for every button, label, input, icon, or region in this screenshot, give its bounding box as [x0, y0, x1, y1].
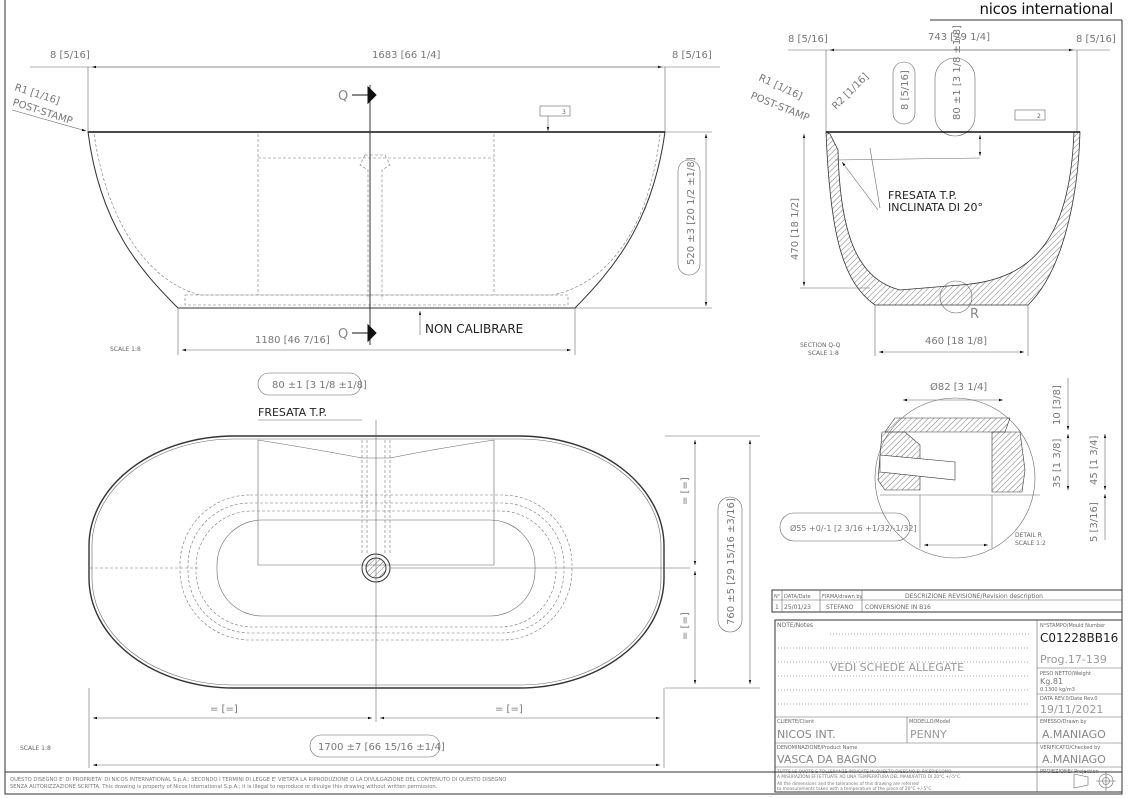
- section-mark-top: Q: [338, 89, 348, 104]
- detail-d45: 45 [1 3/4]: [1089, 436, 1100, 485]
- height-dim: 520 ±3 [20 1/2 ±1/8]: [686, 157, 697, 265]
- detail-d35: 35 [1 3/8]: [1052, 439, 1063, 488]
- revision-table: N° DATA/Date FIRMA/drawn by DESCRIZIONE …: [771, 589, 1123, 613]
- client-value: NICOS INT.: [777, 728, 836, 741]
- top-scale: SCALE 1:8: [20, 745, 51, 752]
- section-d8: 8 [5/16]: [900, 70, 911, 110]
- detail-mark: R: [970, 307, 979, 322]
- section-title: SECTION Q-Q: [800, 342, 841, 349]
- model-label: MODELLO/Model: [909, 719, 950, 725]
- section-d80: 80 ±1 [3 1/8 ±1/8]: [952, 25, 963, 120]
- tolerance-it-2: A MISURAZIONI EFFETTUATE AD UNA TEMPERAT…: [777, 774, 961, 780]
- detail-d5: 5 [3/16]: [1089, 502, 1100, 542]
- mould-value: C01228BB16: [1040, 631, 1118, 645]
- date-label: DATA REV.0/Date Rev.0: [1040, 696, 1098, 702]
- mould-label: N°STAMPO/Mould Number: [1040, 623, 1106, 629]
- drawn-value: A.MANIAGO: [1042, 728, 1106, 741]
- top-eq-upper: = [=]: [680, 477, 691, 505]
- section-dim-left: 8 [5/16]: [788, 34, 828, 45]
- top-width: 1700 ±7 [66 15/16 ±1/4]: [318, 742, 445, 753]
- top-depth: 760 ±5 [29 15/16 ±3/16]: [726, 498, 737, 625]
- model-value: PENNY: [910, 728, 947, 741]
- footer-line-2: SENZA AUTORIZZAZIONE SCRITTA. This drawi…: [10, 784, 438, 790]
- product-label: DENOMINAZIONE/Product Name: [777, 745, 857, 751]
- rev-header-desc: DESCRIZIONE REVISIONE/Revision descripti…: [905, 593, 1043, 600]
- brand-logo: nicos international: [979, 0, 1114, 18]
- section-dim-total: 743 [29 1/4]: [928, 32, 990, 43]
- detail-scale: SCALE 1:2: [1015, 540, 1046, 547]
- section-scale: SCALE 1:8: [808, 350, 839, 357]
- notes-value: VEDI SCHEDE ALLEGATE: [830, 661, 964, 674]
- drawn-label: EMESSO/Drawn by: [1040, 719, 1087, 725]
- top-eq-lower: = [=]: [680, 612, 691, 640]
- section-base: 460 [18 1/8]: [925, 336, 987, 347]
- section-dim-right: 8 [5/16]: [1076, 34, 1116, 45]
- top-view: 80 ±1 [3 1/8 ±1/8] FRESATA T.P. = [=] = …: [20, 372, 760, 768]
- dim-left: 8 [5/16]: [50, 50, 90, 61]
- top-d80: 80 ±1 [3 1/8 ±1/8]: [272, 380, 367, 391]
- section-height: 470 [18 1/2]: [790, 198, 801, 260]
- non-calibrare-note: NON CALIBRARE: [425, 322, 523, 336]
- inclinata-note: INCLINATA DI 20°: [888, 201, 983, 214]
- fresata-note: FRESATA T.P.: [888, 189, 957, 202]
- detail-dia82: Ø82 [3 1/4]: [930, 381, 987, 393]
- rev-header-date: DATA/Date: [784, 594, 811, 600]
- prog-value: Prog.17-139: [1040, 653, 1107, 666]
- dim-right: 8 [5/16]: [672, 50, 712, 61]
- rev-row-date: 25/01/23: [784, 604, 811, 611]
- tolerance-it-1: TUTTE LE QUOTE E TOLLERANZE INDICATE IN …: [776, 769, 952, 775]
- top-eq-right: = [=]: [495, 704, 523, 715]
- detail-view: Ø82 [3 1/4] 10 [3/8] 35 [1 3/8] 45 [1 3/…: [779, 378, 1107, 559]
- front-scale: SCALE 1:8: [110, 346, 141, 353]
- weight-label: PESO NETTO/Weight: [1040, 671, 1091, 677]
- rev-header-drawn: FIRMA/drawn by: [822, 594, 863, 600]
- projection-symbol-icon: [1073, 771, 1116, 791]
- notes-label: NOTE/Notes: [777, 622, 813, 629]
- dim-total: 1683 [66 1/4]: [372, 50, 441, 61]
- density-value: 0.1300 kg/m3: [1040, 687, 1075, 693]
- checked-value: A.MANIAGO: [1042, 753, 1106, 766]
- rev-row-desc: CONVERSIONE IN B16: [865, 604, 931, 611]
- client-label: CLIENTE/Client: [777, 719, 814, 725]
- checked-label: VERIFICATO/Checked by: [1040, 745, 1100, 751]
- rev-header-no: N°: [774, 594, 781, 600]
- flatness-value: 3: [562, 109, 566, 116]
- detail-title: DETAIL R: [1015, 532, 1042, 539]
- footer-line-1: QUESTO DISEGNO E' DI PROPRIETA' DI NICOS…: [10, 777, 506, 783]
- top-eq-left: = [=]: [210, 704, 238, 715]
- product-value: VASCA DA BAGNO: [777, 753, 877, 766]
- tolerance-en-2: to measurements taken with a temperature…: [777, 786, 933, 792]
- weight-value: Kg.81: [1040, 677, 1063, 686]
- section-view: 8 [5/16] 743 [29 1/4] 8 [5/16] R1 [1/16]…: [749, 25, 1116, 357]
- detail-d10: 10 [3/8]: [1052, 385, 1063, 425]
- section-flatness: 2: [1037, 113, 1041, 120]
- rev-row-no: 1: [775, 604, 779, 611]
- projection-label: PROIEZIONE/ Projection: [1040, 769, 1099, 775]
- title-block: NOTE/Notes VEDI SCHEDE ALLEGATE N°STAMPO…: [774, 619, 1123, 793]
- section-r2: R2 [1/16]: [830, 71, 871, 112]
- detail-dia55: Ø55 +0/-1 [2 3/16 +1/32/-1/32]: [790, 523, 917, 533]
- front-view: 8 [5/16] 1683 [66 1/4] 8 [5/16] R1 [1/16…: [11, 50, 720, 355]
- rev-row-drawn: STEFANO: [826, 604, 854, 611]
- base-dim: 1180 [46 7/16]: [255, 335, 330, 346]
- tolerance-en-1: All the dimensions and the tolerances of…: [777, 781, 919, 787]
- section-mark-bottom: Q: [338, 327, 348, 342]
- date-value: 19/11/2021: [1040, 703, 1103, 716]
- top-fresata: FRESATA T.P.: [258, 406, 327, 419]
